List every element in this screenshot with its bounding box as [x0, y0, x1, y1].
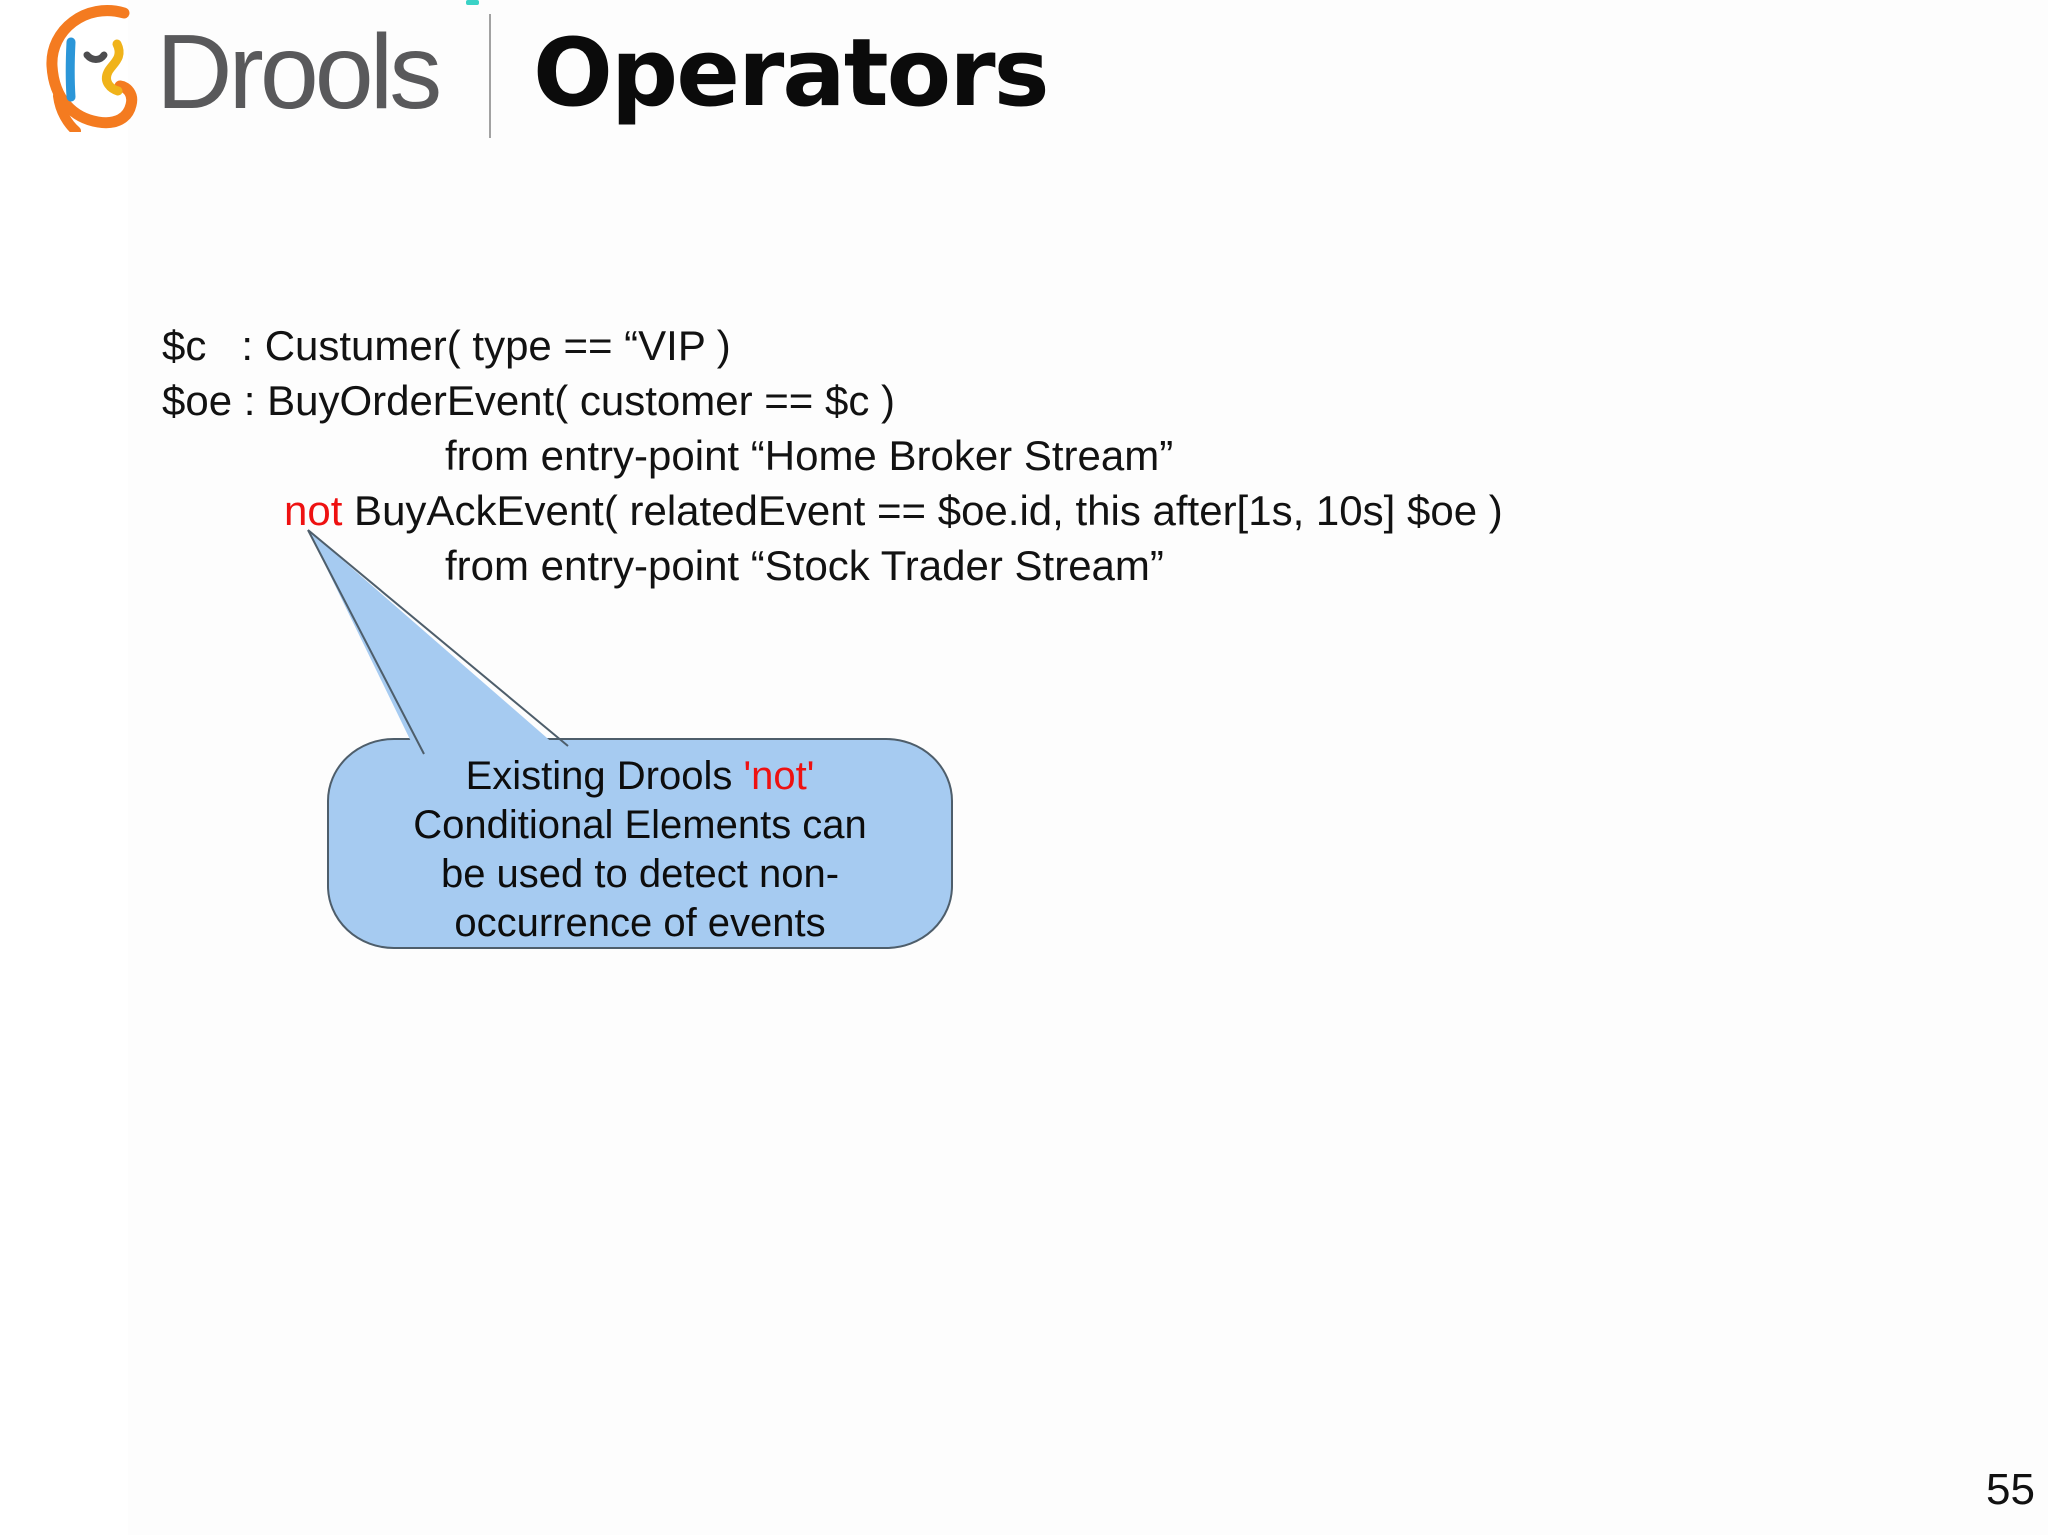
- text-segment: occurrence of events: [454, 901, 826, 945]
- text-segment: $c : Custumer( type == “VIP ): [162, 322, 731, 369]
- code-line: from entry-point “Stock Trader Stream”: [162, 538, 1862, 593]
- top-edge-artifact: [466, 0, 479, 5]
- callout-line: occurrence of events: [328, 899, 952, 948]
- callout-line: be used to detect non-: [328, 850, 952, 899]
- text-segment: Existing Drools: [465, 754, 744, 798]
- text-segment: be used to detect non-: [440, 852, 840, 896]
- brand-wordmark: Drools: [156, 13, 442, 131]
- code-line: from entry-point “Home Broker Stream”: [162, 428, 1862, 483]
- highlighted-keyword: not: [284, 487, 343, 534]
- text-segment: from entry-point “Home Broker Stream”: [445, 432, 1174, 479]
- text-segment: from entry-point “Stock Trader Stream”: [445, 542, 1164, 589]
- text-segment: $oe : BuyOrderEvent( customer == $c ): [162, 377, 895, 424]
- page-number: 55: [1986, 1465, 2035, 1514]
- text-segment: Conditional Elements can: [413, 803, 867, 847]
- header-divider: [489, 14, 491, 138]
- highlighted-keyword: 'not': [743, 754, 815, 798]
- callout-text: Existing Drools 'not'Conditional Element…: [328, 752, 952, 948]
- page-title: Operators: [533, 19, 1050, 128]
- code-line: $c : Custumer( type == “VIP ): [162, 318, 1862, 373]
- code-line: not BuyAckEvent( relatedEvent == $oe.id,…: [162, 483, 1862, 538]
- drools-head-icon: [46, 5, 138, 132]
- code-line: $oe : BuyOrderEvent( customer == $c ): [162, 373, 1862, 428]
- callout-line: Conditional Elements can: [328, 801, 952, 850]
- text-segment: BuyAckEvent( relatedEvent == $oe.id, thi…: [342, 487, 1503, 534]
- rule-code-block: $c : Custumer( type == “VIP ) $oe : BuyOr…: [162, 318, 1862, 593]
- callout-line: Existing Drools 'not': [328, 752, 952, 801]
